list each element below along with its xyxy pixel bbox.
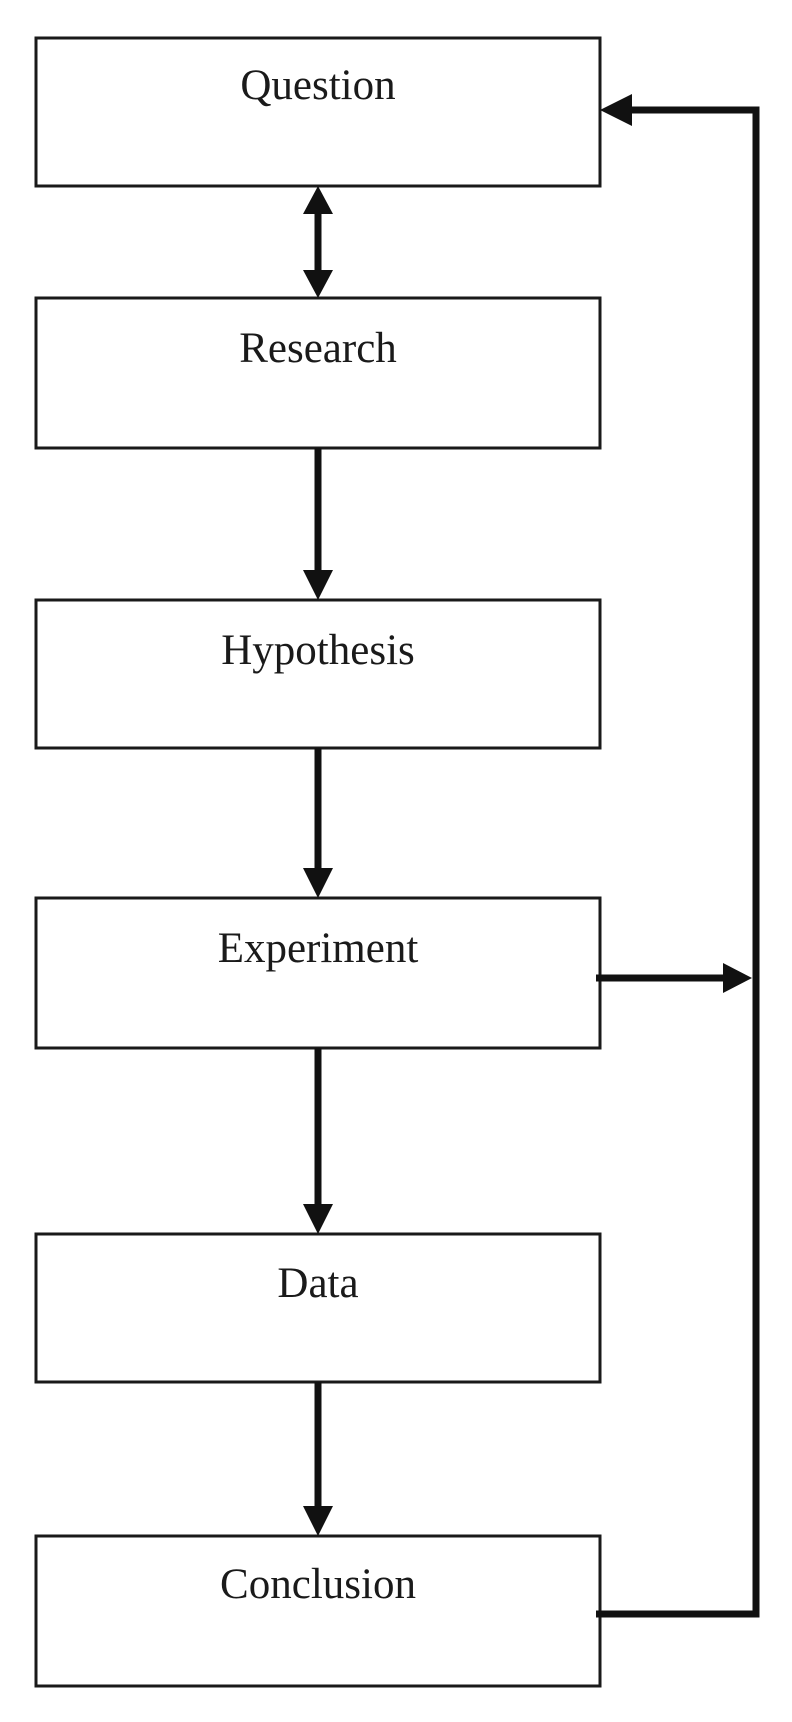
- arrow-hypothesis-experiment: [303, 748, 333, 898]
- arrow-question-research: [303, 186, 333, 298]
- feedback-loop-conclusion-question: [596, 94, 760, 1618]
- step-data: Data: [34, 1232, 602, 1384]
- arrow-experiment-data: [303, 1048, 333, 1234]
- step-conclusion: Conclusion: [34, 1534, 602, 1688]
- arrow-data-conclusion: [303, 1382, 333, 1536]
- data-label: Data: [277, 1260, 358, 1307]
- arrowhead-down: [303, 1506, 333, 1536]
- conclusion-label: Conclusion: [220, 1561, 416, 1608]
- step-hypothesis: Hypothesis: [34, 598, 602, 750]
- data-box: [34, 1232, 602, 1384]
- question-label: Question: [240, 62, 395, 109]
- arrowhead-down: [303, 868, 333, 898]
- arrow-research-hypothesis: [303, 448, 333, 600]
- step-experiment: Experiment: [34, 896, 602, 1050]
- arrowhead-up: [303, 186, 333, 214]
- arrowhead-right: [723, 963, 752, 993]
- question-box: [34, 36, 602, 188]
- research-box: [34, 296, 602, 450]
- step-question: Question: [34, 36, 602, 188]
- arrowhead-down: [303, 270, 333, 298]
- hypothesis-label: Hypothesis: [221, 627, 415, 674]
- experiment-box: [34, 896, 602, 1050]
- conclusion-box: [34, 1534, 602, 1688]
- arrowhead-down: [303, 1204, 333, 1234]
- arrowhead-down: [303, 570, 333, 600]
- step-research: Research: [34, 296, 602, 450]
- research-label: Research: [239, 325, 397, 372]
- hypothesis-box: [34, 598, 602, 750]
- arrow-experiment-feedback: [596, 963, 752, 993]
- experiment-label: Experiment: [218, 925, 419, 972]
- arrowhead-left: [600, 94, 632, 126]
